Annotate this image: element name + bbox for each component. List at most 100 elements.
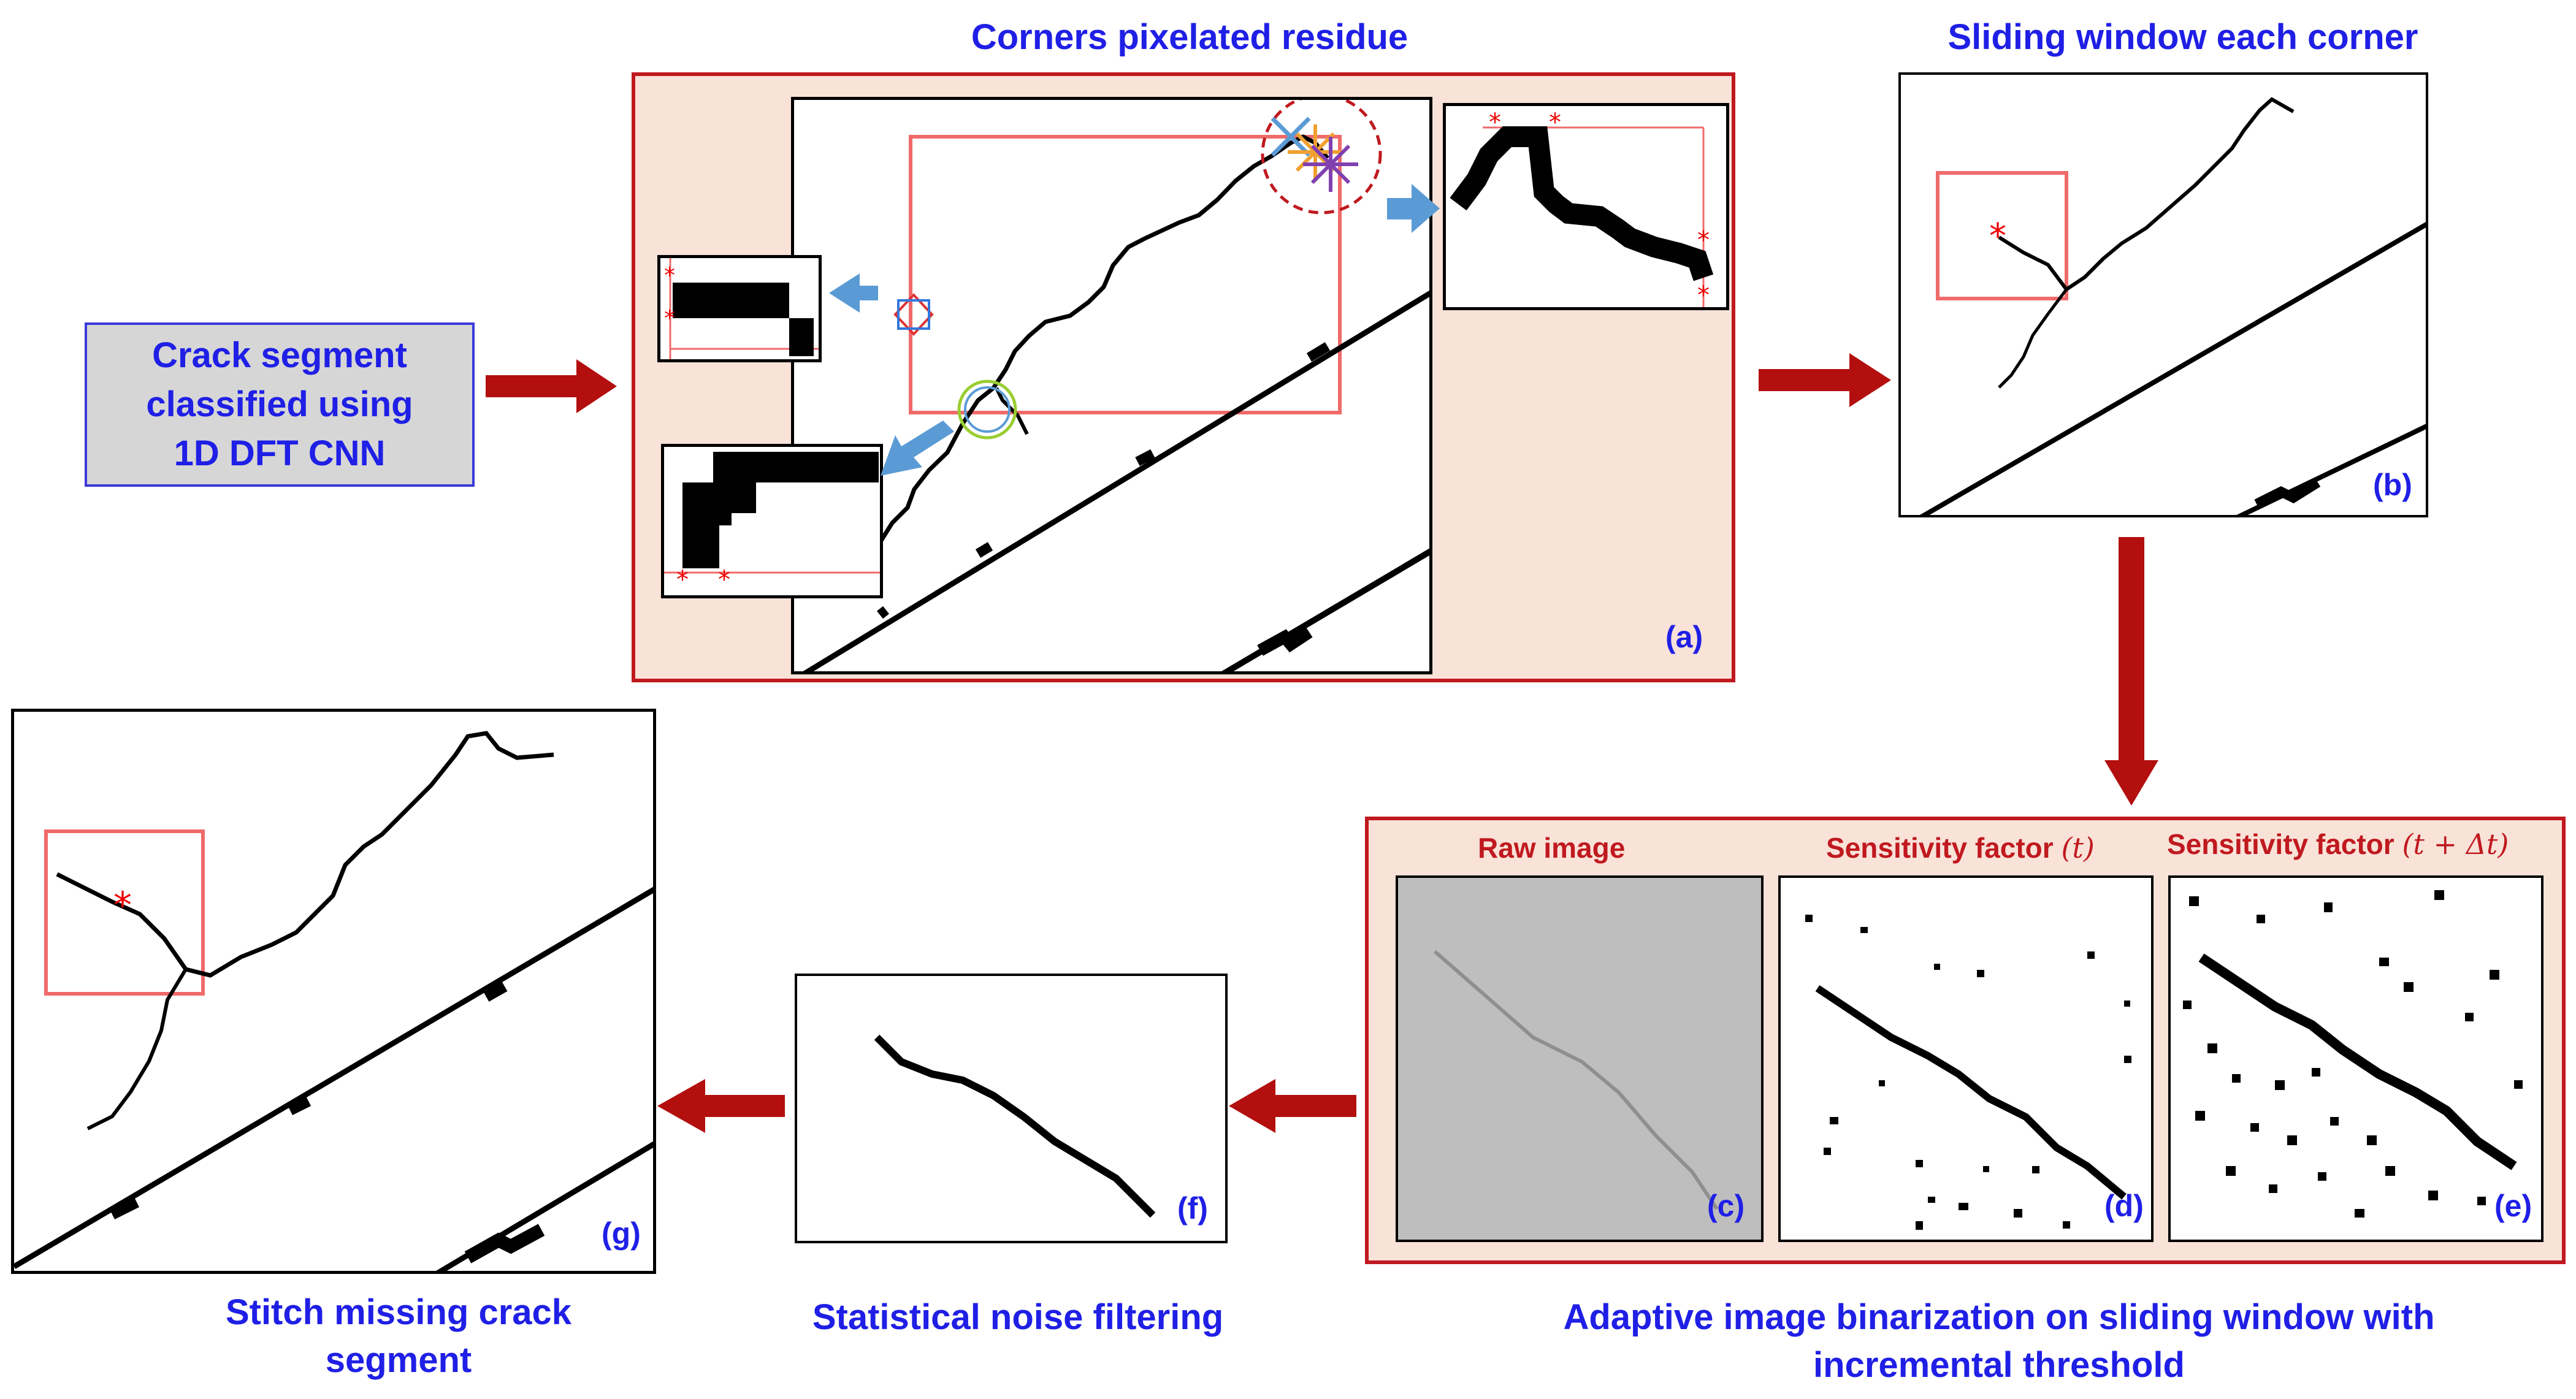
corner-star-marker: * [664, 263, 675, 288]
inset-left-top-drawing: * * [664, 258, 819, 359]
corner-star-marker: * [1989, 216, 2006, 256]
pixel-block [682, 525, 719, 568]
panel-a-blue-arrows [829, 184, 1440, 476]
noise-dots [1805, 915, 2131, 1230]
thin-crack [1998, 97, 2295, 292]
lower-crack [435, 1141, 653, 1271]
arrow-b-to-binarization [2104, 537, 2158, 806]
corner-marker-diamond [893, 293, 934, 336]
panel-b: * (b) [1898, 72, 2428, 517]
thin-crack-branch [1998, 288, 2068, 389]
corner-star-marker: * [1697, 226, 1710, 254]
filtered-crack [874, 1034, 1156, 1218]
panel-tag-b: (b) [2373, 468, 2412, 502]
noise-dots [2183, 890, 2523, 1218]
arrow-blue-right [1387, 184, 1440, 233]
panel-d-binary [1805, 915, 2131, 1230]
title-corners-pixelated-residue: Corners pixelated residue [971, 17, 1408, 57]
lower-crack-roughness [2254, 478, 2321, 509]
window-rect-a [909, 135, 1342, 414]
title-stitch-line2: segment [325, 1340, 472, 1380]
panel-a-crack-drawing [803, 100, 1429, 671]
title-adaptive-binarization: Adaptive image binarization on sliding w… [1410, 1294, 2576, 1389]
title-noise-filtering: Statistical noise filtering [812, 1297, 1224, 1337]
window-rect-g [44, 829, 205, 996]
sublabel-sensitivity-t: Sensitivity factor (t) [1826, 831, 2095, 864]
pixel-block-2 [789, 318, 814, 356]
sliding-window-rect [1936, 171, 2068, 300]
main-crack-diagonal [1919, 222, 2426, 515]
sublabel-sens-prefix-tdt: Sensitivity factor [2167, 828, 2394, 860]
inset-left-bottom-drawing: * * [664, 452, 880, 594]
panel-a-inset-right: * * * * [1443, 103, 1729, 310]
corner-star-purple [1303, 137, 1358, 192]
title-stitch-segment: Stitch missing crack segment [153, 1289, 644, 1384]
sublabel-t-dt: (t + Δt) [2402, 828, 2509, 861]
title-sliding-window: Sliding window each corner [1947, 17, 2418, 57]
panel-e-binary [2183, 890, 2523, 1218]
corner-marker-dashed-circle [1261, 100, 1382, 215]
main-crack-diagonal [803, 290, 1429, 671]
panel-b-crack-drawing: * [1919, 97, 2426, 515]
binary-crack [1815, 985, 2127, 1200]
panel-tag-c: (c) [1707, 1189, 1745, 1223]
corner-star-marker: * [1697, 281, 1710, 310]
classifier-box: Crack segment classified using 1D DFT CN… [85, 322, 475, 487]
title-stitch-line1: Stitch missing crack [225, 1292, 572, 1332]
panel-d: (d) [1778, 875, 2154, 1242]
sublabel-sens-prefix-t: Sensitivity factor [1826, 832, 2054, 864]
stitched-crack [56, 731, 554, 978]
binary-crack [2198, 953, 2517, 1170]
panel-e: (e) [2168, 875, 2544, 1242]
panel-a-inset-left-bottom: * * [661, 444, 883, 598]
corner-x-blue [1271, 116, 1311, 157]
corner-marker-circle-green [957, 379, 1017, 440]
arrow-binarization-to-f [1229, 1079, 1356, 1133]
arrow-f-to-g [657, 1079, 785, 1133]
pixelated-crack [1450, 126, 1714, 281]
corner-star-marker: * [1489, 109, 1501, 137]
lower-crack-roughness [464, 1224, 545, 1264]
corner-star-marker: * [718, 566, 730, 594]
raw-crack-faint [1434, 950, 1719, 1210]
panel-tag-g: (g) [602, 1216, 641, 1251]
sublabel-t: (t) [2061, 831, 2095, 864]
panel-tag-d: (d) [2104, 1189, 2144, 1223]
corner-star-orange [1288, 124, 1343, 180]
corner-star-marker: * [1549, 109, 1561, 137]
panel-f-filtered [874, 1034, 1156, 1218]
thin-crack [867, 134, 1329, 555]
corner-star-marker: * [113, 884, 132, 927]
classifier-line3: 1D DFT CNN [174, 433, 386, 473]
panel-a-image [791, 97, 1432, 674]
panel-a-frame: * * * * * * * * (a) [632, 72, 1735, 682]
panel-c: (c) [1396, 875, 1764, 1242]
arrow-classifier-to-a [486, 359, 617, 413]
crack-branch [86, 968, 188, 1130]
classifier-line2: classified using [146, 384, 413, 424]
pixel-block [682, 482, 732, 525]
inset-right-drawing: * * * * [1450, 109, 1714, 310]
corner-marker-square [897, 299, 930, 330]
main-crack-diagonal [14, 886, 653, 1269]
corner-star-marker: * [664, 306, 675, 331]
panel-f: (f) [795, 974, 1228, 1243]
arrow-blue-left [829, 273, 878, 313]
arrow-a-to-b [1759, 353, 1891, 407]
corner-star-marker: * [676, 566, 689, 594]
panel-tag-e: (e) [2494, 1189, 2532, 1223]
panel-cde-frame: Raw image Sensitivity factor (t) Sensiti… [1365, 817, 2566, 1264]
pixel-block [756, 452, 879, 482]
panel-tag-f: (f) [1177, 1191, 1208, 1226]
classifier-line1: Crack segment [152, 335, 407, 375]
lower-crack-roughness [1257, 627, 1313, 656]
sublabel-raw-image: Raw image [1478, 832, 1626, 864]
corner-marker-circle-blue [964, 386, 1011, 433]
main-crack-roughness [877, 342, 1331, 619]
panel-g-stitched: * [14, 731, 653, 1271]
title-adaptive-binarization-line2: incremental threshold [1813, 1345, 2185, 1385]
arrow-blue-down-left [881, 421, 954, 476]
pixel-block [673, 283, 789, 318]
panel-a-inset-left-top: * * [657, 255, 822, 362]
title-adaptive-binarization-line1: Adaptive image binarization on sliding w… [1563, 1297, 2435, 1337]
